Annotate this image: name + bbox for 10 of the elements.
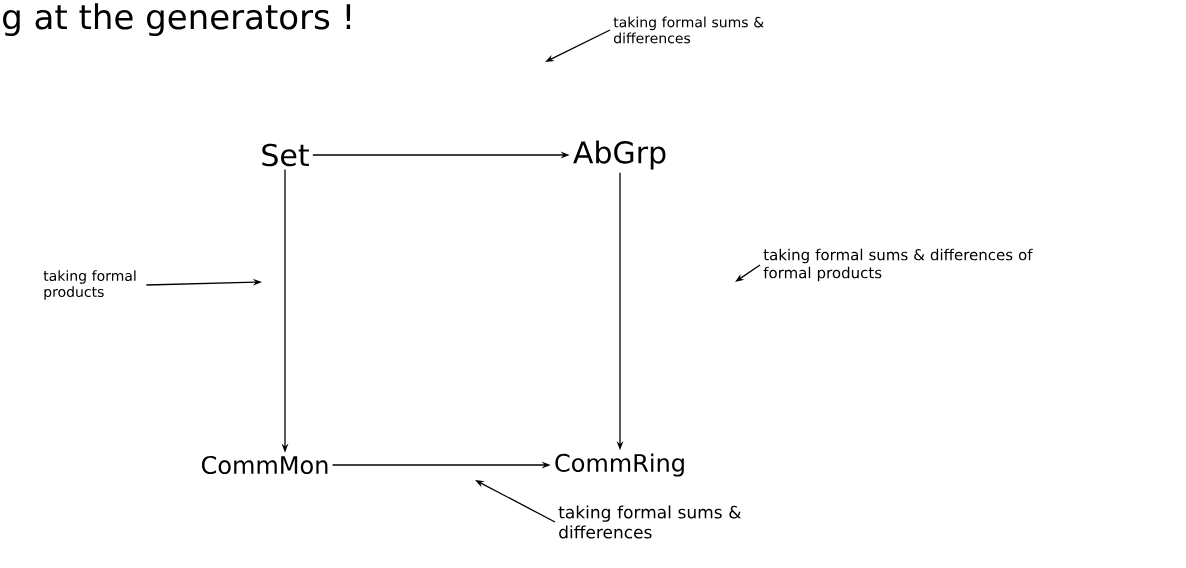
annotation-text: taking formal sums & differences of formal products — [763, 248, 1033, 282]
category-label: CommMon — [201, 455, 328, 475]
note-text: g at the generators ! — [3, 3, 351, 37]
category-label: AbGrp — [573, 140, 666, 170]
category-label: Set — [262, 143, 309, 167]
annotation-text: taking formal products — [43, 270, 136, 300]
annotation-text: taking formal sums & differences — [613, 16, 764, 44]
leader-line — [735, 264, 761, 282]
category-label: CommRing — [555, 453, 684, 477]
annotation-text: taking formal sums & differences — [558, 505, 741, 539]
